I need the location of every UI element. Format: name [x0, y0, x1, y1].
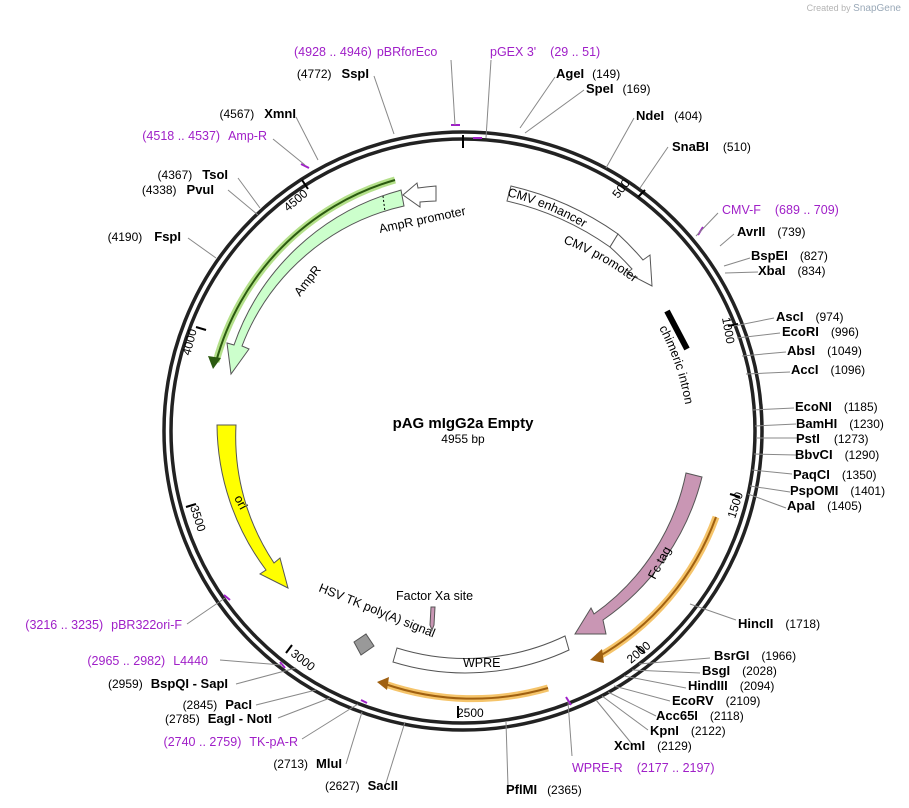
fc-tag-arrow[interactable] — [574, 472, 703, 635]
site-pflmi[interactable]: PflMI(2365) — [506, 782, 582, 797]
site-xcmi[interactable]: XcmI(2129) — [614, 738, 692, 753]
site-avrii[interactable]: AvrII(739) — [737, 224, 805, 239]
site-sacii[interactable]: (2627)SacII — [325, 778, 398, 793]
site-xmni[interactable]: (4567)XmnI — [220, 106, 296, 121]
label-wpre: WPRE — [463, 656, 501, 670]
site-spei[interactable]: SpeI(169) — [586, 81, 650, 96]
site-pvui[interactable]: (4338)PvuI — [142, 182, 214, 197]
ori-arrow[interactable] — [216, 424, 289, 589]
site-fspi[interactable]: (4190)FspI — [108, 229, 181, 244]
ampr-arrow[interactable] — [226, 189, 405, 376]
fc-orf-arc — [596, 515, 720, 661]
site-econi[interactable]: EcoNI(1185) — [795, 399, 878, 414]
site-hindiii[interactable]: HindIII(2094) — [688, 678, 774, 693]
site-ndei[interactable]: NdeI(404) — [636, 108, 702, 123]
site-agei[interactable]: AgeI(149) — [556, 66, 620, 81]
site-hincii[interactable]: HincII(1718) — [738, 616, 820, 631]
site-xbai[interactable]: XbaI(834) — [758, 263, 825, 278]
ampr-promoter-arrow[interactable] — [402, 182, 437, 208]
ring-tick-labels: 500 1000 1500 2000 2500 3000 3500 4000 4… — [179, 176, 746, 720]
site-bbvci[interactable]: BbvCI(1290) — [795, 447, 879, 462]
wpre-arrow[interactable] — [392, 635, 570, 674]
site-bamhi[interactable]: BamHI(1230) — [796, 416, 884, 431]
site-tsoi[interactable]: (4367)TsoI — [158, 167, 228, 182]
site-kpni[interactable]: KpnI(2122) — [650, 723, 726, 738]
primer-cmv-f[interactable]: CMV-F(689 .. 709) — [722, 203, 839, 217]
site-asci[interactable]: AscI(974) — [776, 309, 843, 324]
site-acc65i[interactable]: Acc65I(2118) — [656, 708, 744, 723]
site-bsgi[interactable]: BsgI(2028) — [702, 663, 777, 678]
site-bspei[interactable]: BspEI(827) — [751, 248, 828, 263]
site-noti[interactable]: (2785)EagI - NotI — [165, 711, 272, 726]
site-paci[interactable]: (2845)PacI — [183, 697, 252, 712]
plasmid-length: 4955 bp — [441, 432, 485, 446]
ampr-orf-arrowhead — [208, 356, 221, 369]
tick-4000: 4000 — [179, 327, 200, 357]
site-acci[interactable]: AccI(1096) — [791, 362, 865, 377]
ring-ticks — [185, 179, 741, 718]
primer-pbr322ori-f[interactable]: (3216 .. 3235)pBR322ori-F — [25, 618, 182, 632]
label-chimeric-intron: chimeric intron — [656, 323, 696, 405]
label-ori: ori — [231, 493, 250, 512]
site-sspi[interactable]: (4772)SspI — [297, 66, 369, 81]
site-apai[interactable]: ApaI(1405) — [787, 498, 862, 513]
site-absi[interactable]: AbsI(1049) — [787, 343, 862, 358]
site-bsrgi[interactable]: BsrGI(1966) — [714, 648, 796, 663]
chimeric-intron-bar[interactable] — [664, 309, 690, 351]
tick-1000: 1000 — [719, 316, 737, 345]
label-factor-xa: Factor Xa site — [396, 589, 473, 603]
site-paqci[interactable]: PaqCI(1350) — [793, 467, 877, 482]
fc-orf-arrowhead — [590, 649, 604, 663]
primer-amp-r[interactable]: (4518 .. 4537)Amp-R — [142, 129, 267, 143]
snapgene-watermark: Created by SnapGene — [807, 3, 901, 14]
cmv-promoter-arrow[interactable] — [609, 233, 653, 287]
leader-lines — [186, 59, 798, 787]
label-cmv-enhancer: CMV enhancer — [506, 185, 589, 230]
tick-3500: 3500 — [187, 504, 209, 534]
primer-l4440[interactable]: (2965 .. 2982)L4440 — [87, 654, 208, 668]
tick-2500: 2500 — [457, 706, 484, 720]
primer-tk-pa-r[interactable]: (2740 .. 2759)TK-pA-R — [164, 735, 298, 749]
hsv-tk-polya-box[interactable] — [353, 633, 375, 656]
primer-pbrforeco[interactable]: (4928 .. 4946)pBRforEco — [294, 45, 437, 59]
primer-pgex3[interactable]: pGEX 3'(29 .. 51) — [490, 45, 600, 59]
site-sapi[interactable]: (2959)BspQI - SapI — [108, 676, 228, 691]
site-pspomi[interactable]: PspOMI(1401) — [790, 483, 885, 498]
site-labels: (4928 .. 4946)pBRforEco pGEX 3'(29 .. 51… — [25, 45, 885, 797]
site-psti[interactable]: PstI(1273) — [796, 431, 869, 446]
site-mlui[interactable]: (2713)MluI — [273, 756, 342, 771]
label-ampr: AmpR — [291, 263, 323, 299]
primer-wpre-r[interactable]: WPRE-R(2177 .. 2197) — [572, 761, 715, 775]
site-ecori[interactable]: EcoRI(996) — [782, 324, 859, 339]
site-snabi[interactable]: SnaBI(510) — [672, 139, 751, 154]
snapgene-logo: SnapGene — [853, 3, 901, 14]
site-ecorv[interactable]: EcoRV(2109) — [672, 693, 760, 708]
watermark-prefix: Created by — [806, 3, 851, 13]
plasmid-name: pAG mIgG2a Empty — [393, 415, 535, 432]
factor-xa-site[interactable] — [429, 606, 436, 632]
primer-marks — [223, 124, 704, 706]
bottom-orf-arrowhead — [377, 677, 389, 690]
